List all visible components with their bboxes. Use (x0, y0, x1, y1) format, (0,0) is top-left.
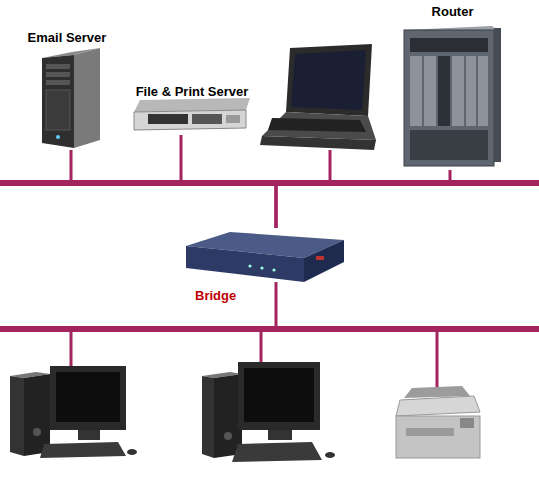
desktop-computer (10, 366, 137, 458)
rack-server-part (226, 115, 240, 123)
router-chassis-part (410, 56, 422, 126)
desktop-computer-part (232, 442, 322, 462)
tower-server-part (46, 80, 70, 85)
bridge-device (186, 232, 344, 282)
device-label: Router (432, 4, 474, 19)
network-link (276, 170, 450, 228)
laptop-part (262, 112, 376, 140)
bridge-device-part (260, 266, 263, 269)
desktop-computer-part (50, 366, 126, 430)
desktop-computer-part (202, 376, 214, 458)
network-bus-part (275, 282, 278, 329)
laser-printer-part (396, 396, 480, 416)
router-chassis-part (438, 56, 450, 126)
router-chassis-part (410, 38, 488, 52)
router-chassis-part (410, 130, 488, 160)
network-bus (0, 150, 539, 388)
device-label: File & Print Server (136, 84, 249, 99)
network-link (71, 150, 276, 228)
device-node: File & Print Server (128, 84, 256, 135)
laser-printer (396, 386, 480, 458)
tower-server-part (42, 55, 74, 148)
bridge-device-part (304, 240, 344, 282)
network-bus-part (0, 326, 539, 332)
desktop-computer-part (244, 368, 314, 422)
desktop-computer-part (224, 432, 232, 440)
desktop-computer-part (56, 372, 120, 422)
network-link-line (181, 135, 276, 228)
desktop-computer-part (238, 362, 320, 430)
rack-server (134, 98, 250, 130)
desktop-computer-part (33, 428, 41, 436)
desktop-computer-part (268, 430, 292, 440)
laser-printer-part (406, 428, 454, 436)
desktop-computer-part (40, 442, 126, 458)
router-chassis-part (478, 56, 488, 126)
tower-server-part (46, 64, 70, 69)
router-chassis-part (466, 56, 476, 126)
network-link (181, 135, 276, 228)
bridge-device-part (248, 264, 251, 267)
laptop (260, 44, 376, 150)
laptop-part (268, 118, 366, 132)
desktop-computer-part (10, 376, 24, 456)
rack-server-part (134, 110, 246, 130)
tower-server-part (56, 135, 60, 139)
laser-printer-part (460, 418, 474, 428)
router-chassis-part (494, 28, 501, 162)
desktop-computer (202, 362, 335, 462)
router-chassis-part (404, 30, 494, 166)
desktop-computer-part (78, 430, 100, 440)
network-bus-part (260, 329, 263, 362)
laser-printer-part (396, 416, 480, 458)
network-bus-part (70, 329, 73, 366)
laptop-part (291, 50, 366, 110)
rack-server-part (192, 114, 222, 124)
router-chassis-part (452, 56, 464, 126)
network-bus-part (329, 150, 332, 183)
device-label: Bridge (195, 288, 236, 303)
router-chassis-part (424, 56, 436, 126)
device-node: Bridge (178, 228, 348, 303)
network-bus-part (436, 329, 439, 388)
tower-server-part (46, 72, 70, 77)
router-chassis (404, 26, 501, 166)
laptop-part (286, 44, 372, 116)
device-node: Router (405, 4, 500, 170)
bridge-device-part (316, 256, 324, 260)
desktop-computer-part (24, 374, 50, 456)
network-link-line (71, 150, 276, 228)
laptop-part (260, 136, 376, 150)
tower-server-part (46, 90, 70, 130)
network-link-line (276, 170, 450, 228)
tower-server (42, 48, 100, 148)
device-label: Email Server (28, 30, 107, 45)
tower-server-part (74, 48, 100, 148)
bridge-device-part (272, 268, 275, 271)
laser-printer-part (404, 386, 470, 398)
rack-server-part (148, 114, 188, 124)
desktop-computer-part (127, 449, 137, 455)
desktop-computer-part (325, 452, 335, 458)
device-node: Email Server (22, 30, 112, 150)
bridge-device-part (186, 246, 304, 282)
